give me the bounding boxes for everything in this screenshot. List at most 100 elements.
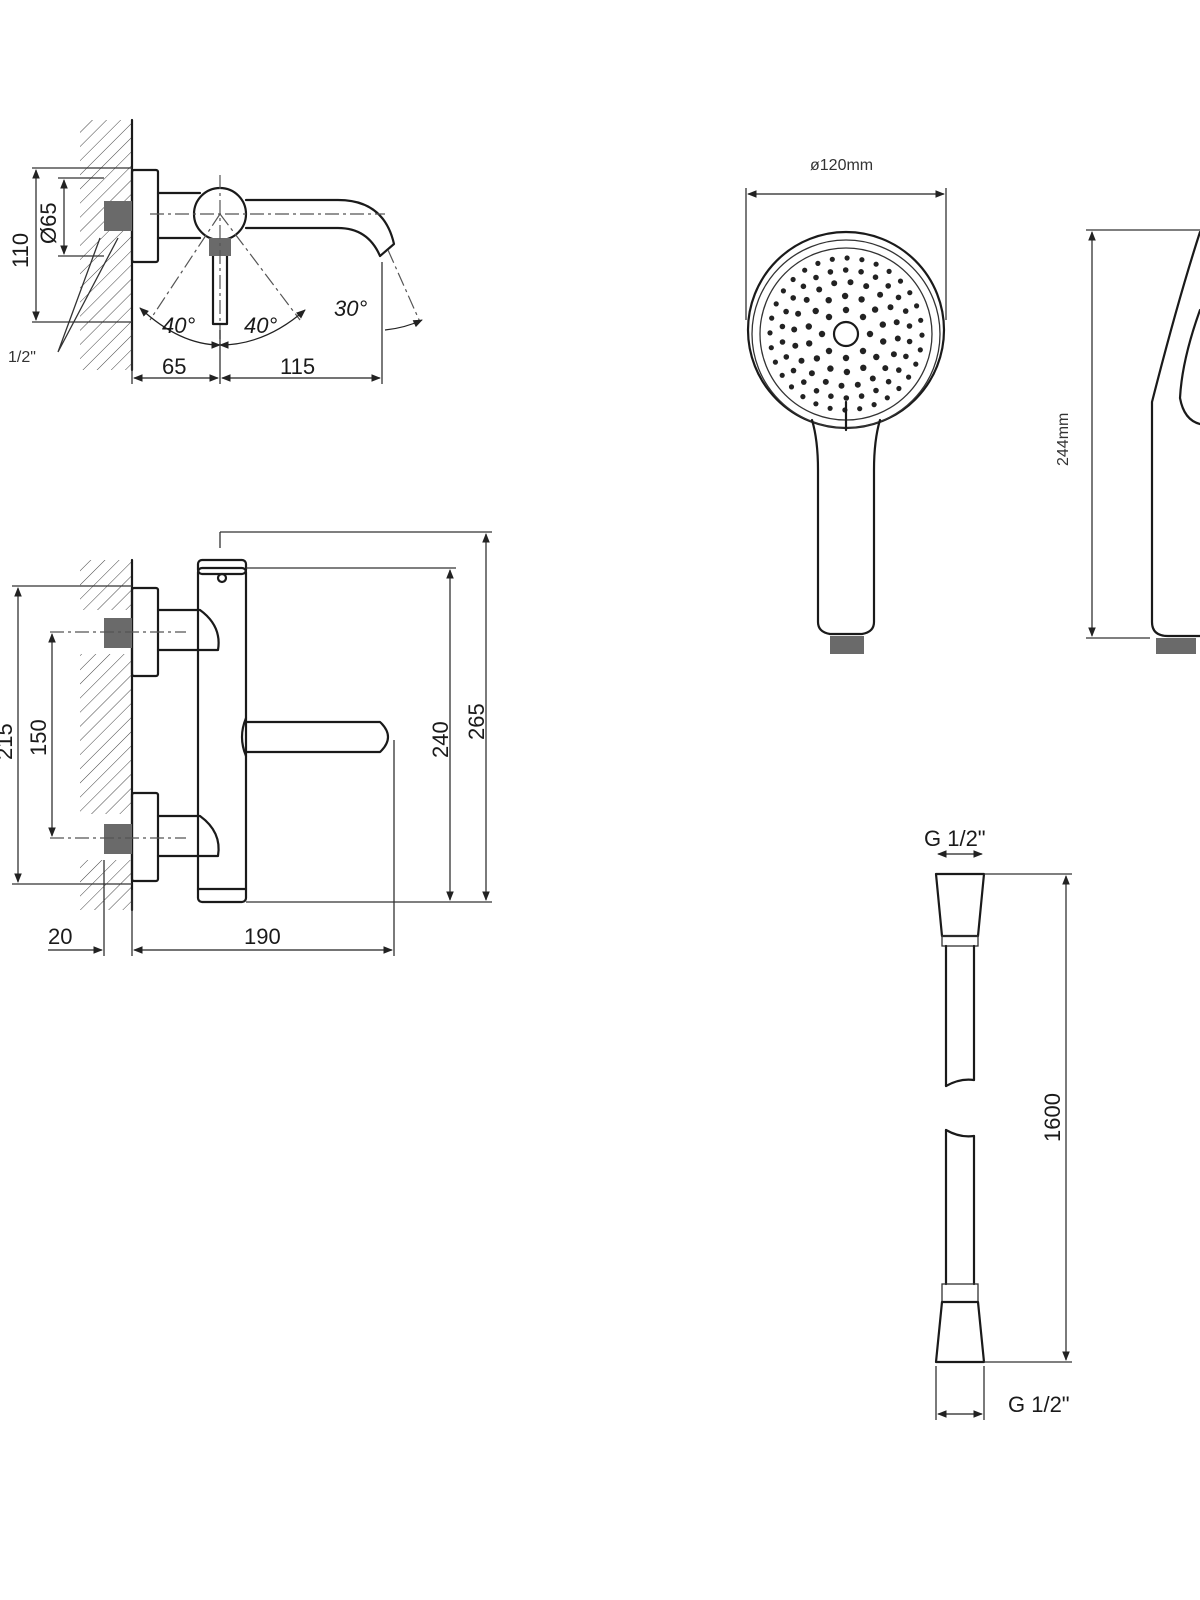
shower-nozzle	[768, 345, 774, 351]
lower-thread	[104, 824, 132, 854]
hose-thread-bottom-label: G 1/2"	[1008, 1392, 1070, 1417]
shower-nozzle	[871, 402, 877, 408]
shower-nozzle	[860, 364, 867, 371]
shower-nozzle	[902, 308, 909, 314]
shower-nozzle	[800, 283, 807, 290]
shower-nozzle	[842, 354, 850, 362]
front-wall-hatch-bot	[80, 860, 132, 910]
shower-nozzle	[783, 308, 789, 315]
spout	[244, 198, 396, 258]
shower-nozzle	[858, 393, 865, 399]
shower-nozzle	[779, 339, 786, 345]
shower-nozzle	[873, 387, 879, 394]
shower-nozzle	[792, 342, 799, 349]
shower-nozzle	[802, 267, 808, 273]
shower-nozzle	[805, 323, 812, 330]
shower-nozzle	[816, 286, 823, 293]
shower-nozzle	[890, 351, 897, 358]
shower-nozzle	[859, 347, 867, 355]
shower-nozzle	[866, 330, 874, 338]
depth-190-label: 190	[244, 924, 281, 949]
width-115-label: 115	[280, 354, 315, 379]
shower-nozzle	[801, 379, 807, 385]
shower-nozzle	[779, 323, 786, 330]
shower-nozzle	[844, 255, 850, 261]
shower-nozzle	[847, 279, 854, 286]
shower-nozzle	[857, 406, 863, 412]
offset-20-label: 20	[48, 924, 72, 949]
shower-nozzle	[914, 303, 920, 309]
shower-nozzle	[806, 340, 813, 347]
shower-nozzle	[827, 365, 834, 372]
shower-nozzle	[773, 301, 779, 307]
shower-nozzle	[906, 338, 913, 345]
shower-nozzle	[906, 323, 913, 329]
shower-nozzle	[843, 368, 851, 376]
shower-nozzle	[894, 335, 901, 342]
shower-nozzle	[918, 317, 924, 323]
shower-nozzle	[903, 353, 909, 360]
shower-side-connector	[1156, 638, 1196, 654]
diameter-65-label: Ø65	[36, 202, 61, 244]
shower-nozzle	[813, 274, 819, 281]
shower-nozzle	[825, 347, 833, 355]
threaded-inlet	[104, 201, 132, 231]
shower-nozzle	[813, 355, 821, 362]
shower-nozzle	[895, 294, 902, 301]
shower-nozzle	[872, 274, 879, 281]
shower-nozzle	[919, 332, 925, 338]
shower-nozzle	[822, 378, 829, 385]
shower-nozzle	[842, 267, 849, 273]
shower-nozzle	[886, 268, 892, 274]
shower-nozzle	[769, 315, 775, 321]
shower-nozzle	[800, 394, 806, 400]
shower-nozzle	[798, 357, 805, 364]
shower-diameter-label: ø120mm	[810, 157, 873, 174]
shower-nozzle	[887, 304, 894, 311]
shower-handle	[810, 418, 882, 636]
shower-nozzle	[880, 338, 887, 345]
shower-nozzle	[772, 359, 779, 365]
shower-nozzle	[842, 306, 850, 314]
shower-nozzle	[780, 288, 787, 294]
upper-connector	[156, 608, 220, 652]
hose-lower-segment	[944, 1128, 976, 1286]
hand-shower-drawing: ø120mm 244mm	[745, 157, 1200, 654]
shower-nozzle	[858, 296, 865, 303]
hose-upper-segment	[944, 944, 976, 1088]
shower-nozzle	[871, 306, 879, 313]
shower-nozzle	[882, 365, 889, 372]
lower-flange	[130, 791, 160, 883]
mixer-body	[156, 191, 202, 240]
height-110-label: 110	[8, 233, 33, 268]
shower-head-face	[759, 247, 933, 421]
shower-nozzle	[907, 290, 913, 296]
shower-nozzle	[877, 291, 884, 298]
shower-nozzle	[825, 313, 833, 321]
shower-nozzle	[790, 276, 796, 283]
shower-nozzle	[767, 330, 773, 336]
shower-nozzle	[879, 321, 886, 328]
thread-label: 1/2"	[8, 349, 36, 366]
shower-nozzle	[843, 395, 850, 401]
height-265-label: 265	[464, 703, 489, 740]
shower-side-profile	[1150, 230, 1200, 638]
shower-nozzle	[825, 297, 832, 304]
shower-nozzle	[791, 326, 798, 333]
shower-nozzle	[859, 313, 867, 321]
shower-nozzle	[828, 393, 834, 400]
shower-nozzle	[829, 256, 835, 262]
angle-left-label: 40°	[162, 313, 195, 338]
shower-nozzle	[831, 280, 838, 287]
shower-nozzle	[795, 310, 802, 317]
shower-nozzle	[813, 401, 819, 407]
shower-nozzle	[808, 370, 815, 377]
front-wall-hatch-top	[80, 560, 132, 610]
shower-nozzle	[884, 395, 890, 401]
shower-nozzle	[869, 375, 876, 382]
shower-nozzle	[873, 261, 879, 267]
shower-nozzle	[893, 319, 900, 326]
shower-nozzle	[906, 374, 912, 380]
wall-hatch	[80, 120, 132, 370]
